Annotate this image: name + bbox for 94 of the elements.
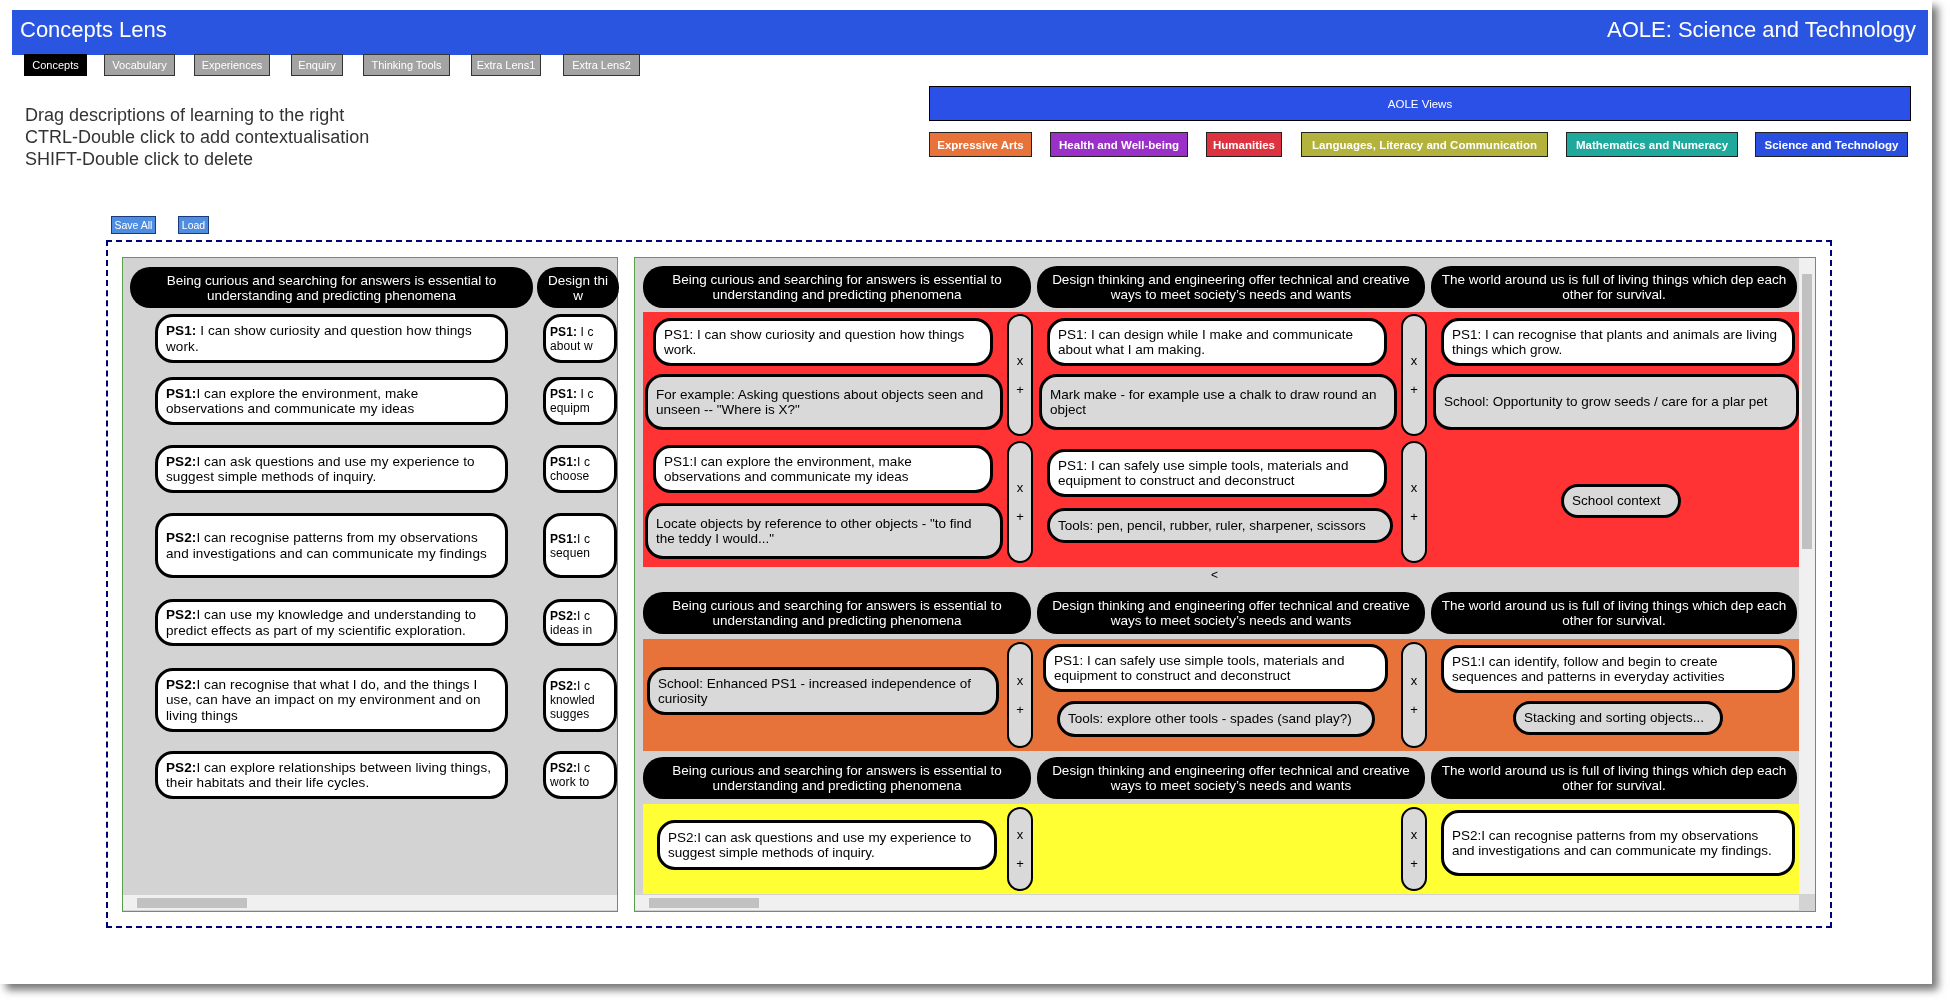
control-pill: [1401, 314, 1427, 436]
tab-button: Extra Lens2: [563, 54, 640, 76]
context-card: For example: Asking questions about objects seen and unseen -- "Where is X?": [645, 374, 1003, 430]
statement-card: PS1:I can explore the environment, make observations and communicate my ideas: [653, 445, 993, 493]
scroll-panel: [122, 257, 618, 912]
heading-pill: The world around us is full of living things which dep each other for survival.: [1431, 757, 1797, 799]
statement-card: PS1: I can safely use simple tools, materials and equipment to construct and deconstruct: [1043, 644, 1388, 692]
context-card: Stacking and sorting objects...: [1513, 701, 1723, 735]
statement-card: PS2:I can recognise that what I do, and the things I use, can have an impact on my environment and on living things: [155, 668, 508, 732]
tab-button: Thinking Tools: [363, 54, 450, 76]
heading-pill: Being curious and searching for answers is essential to understanding and predicting phenomena: [643, 757, 1031, 799]
tab-button: Extra Lens1: [471, 54, 541, 76]
heading-pill: Design thinking and engineering offer technical and creative ways to meet society’s needs and wants: [1037, 592, 1425, 634]
heading-pill: Design thinking and engineering offer technical and creative ways to meet society’s needs and wants: [1037, 266, 1425, 308]
statement-card: PS2:I can recognise patterns from my observations and investigations and can communicate my findings.: [1441, 810, 1795, 876]
control-glyph: x: [1410, 353, 1418, 368]
context-card: Mark make - for example use a chalk to draw round an object: [1039, 374, 1397, 430]
views-bar: AOLE Views: [929, 86, 1911, 121]
statement-card: PS1: I can show curiosity and question how things work.: [155, 314, 508, 363]
statement-card: PS1: I can show curiosity and question how things work.: [653, 318, 993, 366]
control-pill: [1007, 807, 1033, 891]
instruction-text: SHIFT-Double click to delete: [25, 149, 254, 170]
statement-card: PS2:I can ask questions and use my experience to suggest simple methods of inquiry.: [155, 445, 508, 493]
control-pill: [1007, 314, 1033, 436]
save-button: Save All: [111, 216, 156, 234]
control-pill: [1401, 441, 1427, 563]
view-button: Health and Well-being: [1050, 132, 1188, 157]
load-button: Load: [178, 216, 209, 234]
control-glyph: +: [1016, 382, 1024, 397]
row-band: [643, 804, 1799, 894]
statement-card: PS2:I c knowled sugges: [543, 668, 617, 732]
control-glyph: +: [1016, 702, 1024, 717]
tab-button: Vocabulary: [104, 54, 175, 76]
control-pill: [1007, 441, 1033, 563]
control-pill: [1401, 642, 1427, 748]
view-button: Mathematics and Numeracy: [1566, 132, 1738, 157]
view-button: Expressive Arts: [929, 132, 1032, 157]
statement-card: PS2:I can use my knowledge and understanding to predict effects as part of my scientific exploration.: [155, 599, 508, 646]
view-button: Humanities: [1206, 132, 1282, 157]
statement-card: PS1:I c choose: [543, 445, 617, 493]
control-pill: [1007, 642, 1033, 748]
control-glyph: x: [1016, 827, 1024, 842]
statement-card: PS1:I can identify, follow and begin to create sequences and patterns in everyday activities: [1441, 645, 1795, 693]
control-glyph: x: [1016, 673, 1024, 688]
view-button: Science and Technology: [1755, 132, 1908, 157]
control-glyph: x: [1410, 827, 1418, 842]
heading-pill: The world around us is full of living things which dep each other for survival.: [1431, 592, 1797, 634]
statement-card: PS2:I can recognise patterns from my observations and investigations and can communicate my findings: [155, 513, 508, 578]
statement-card: PS1: I can safely use simple tools, materials and equipment to construct and deconstruct: [1047, 449, 1387, 497]
heading-pill: The world around us is full of living things which dep each other for survival.: [1431, 266, 1797, 308]
control-glyph: x: [1410, 480, 1418, 495]
collapse-control: <: [1211, 568, 1218, 582]
instruction-text: Drag descriptions of learning to the right: [25, 105, 345, 126]
statement-card: PS2:I can explore relationships between living things, their habitats and their life cycles.: [155, 751, 508, 799]
control-glyph: x: [1016, 353, 1024, 368]
row-band: [643, 639, 1799, 751]
context-card: School context: [1561, 484, 1681, 518]
control-glyph: +: [1016, 509, 1024, 524]
control-glyph: +: [1410, 702, 1418, 717]
control-glyph: x: [1016, 480, 1024, 495]
statement-card: PS2:I c work to: [543, 751, 617, 799]
context-card: School: Opportunity to grow seeds / care for a plar pet: [1433, 374, 1799, 430]
page-title: Concepts Lens: [20, 17, 167, 43]
statement-card: PS1: I can recognise that plants and animals are living things which grow.: [1441, 318, 1795, 366]
statement-card: PS2:I c ideas in: [543, 599, 617, 646]
tab-button: Experiences: [194, 54, 270, 76]
subject-heading: AOLE: Science and Technology: [1606, 17, 1916, 43]
control-glyph: +: [1410, 856, 1418, 871]
control-glyph: +: [1410, 509, 1418, 524]
row-band: [643, 312, 1799, 567]
statement-card: PS1:I c sequen: [543, 513, 617, 578]
statement-card: PS1: I c about w: [543, 314, 617, 363]
heading-pill: Being curious and searching for answers is essential to understanding and predicting phenomena: [643, 592, 1031, 634]
heading-pill: Being curious and searching for answers is essential to understanding and predicting phenomena: [643, 266, 1031, 308]
context-card: Tools: explore other tools - spades (sand play?): [1057, 701, 1375, 737]
context-card: Tools: pen, pencil, rubber, ruler, sharpener, scissors: [1047, 508, 1393, 543]
control-glyph: x: [1410, 673, 1418, 688]
heading-pill: Design thi w: [537, 267, 619, 308]
heading-pill: Being curious and searching for answers is essential to understanding and predicting phenomena: [130, 267, 533, 308]
context-card: School: Enhanced PS1 - increased independence of curiosity: [647, 667, 999, 715]
control-glyph: +: [1016, 856, 1024, 871]
tab-button: Concepts: [24, 54, 87, 76]
control-pill: [1401, 807, 1427, 891]
tab-button: Enquiry: [291, 54, 343, 76]
statement-card: PS2:I can ask questions and use my experience to suggest simple methods of inquiry.: [657, 820, 997, 870]
scroll-panel: [634, 257, 1816, 912]
instruction-text: CTRL-Double click to add contextualisation: [25, 127, 370, 148]
context-card: Locate objects by reference to other objects - "to find the teddy I would...": [645, 503, 1003, 559]
view-button: Languages, Literacy and Communication: [1301, 132, 1548, 157]
control-glyph: +: [1410, 382, 1418, 397]
statement-card: PS1: I can design while I make and communicate about what I am making.: [1047, 318, 1387, 366]
statement-card: PS1: I c equipm: [543, 377, 617, 425]
heading-pill: Design thinking and engineering offer technical and creative ways to meet society’s needs and wants: [1037, 757, 1425, 799]
statement-card: PS1:I can explore the environment, make observations and communicate my ideas: [155, 377, 508, 425]
